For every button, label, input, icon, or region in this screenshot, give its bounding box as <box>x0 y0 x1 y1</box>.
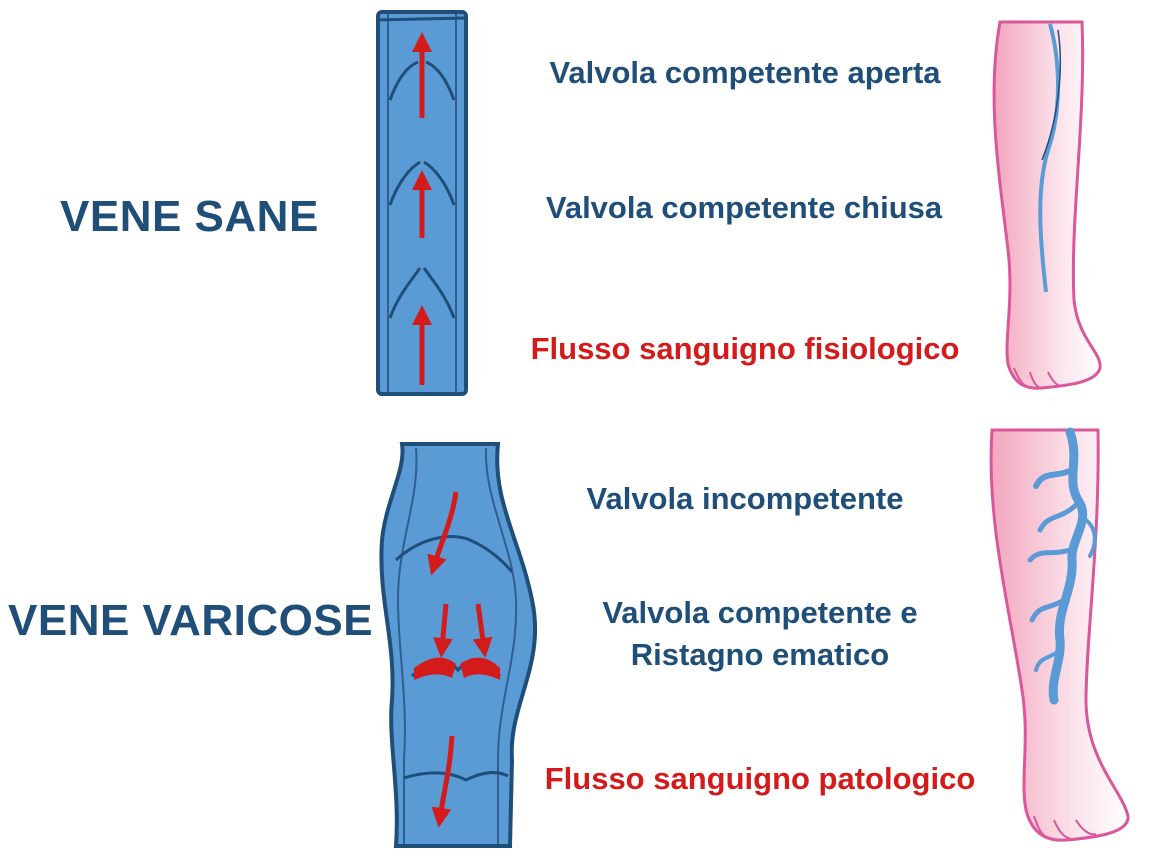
label-competent-valve-stagnation: Valvola competente e Ristagno ematico <box>560 592 960 676</box>
healthy-leg-illustration <box>992 20 1102 390</box>
label-incompetent-valve: Valvola incompetente <box>586 481 904 516</box>
varicose-leg-illustration <box>989 427 1130 842</box>
label-closed-valve: Valvola competente chiusa <box>545 190 943 225</box>
varicose-veins-heading: VENE VARICOSE <box>8 596 374 645</box>
flow-arrow-down <box>472 603 493 658</box>
flow-arrow-down <box>427 491 459 576</box>
label-physiological-flow: Flusso sanguigno fisiologico <box>530 331 960 366</box>
valve-incompetent-icon <box>403 771 509 782</box>
valve-closed-icon <box>388 160 456 206</box>
label-competent-valve-line2: Ristagno ematico <box>630 637 890 672</box>
flow-arrow-down <box>431 735 455 828</box>
varicose-leg-veins <box>1027 427 1097 705</box>
label-competent-valve-line1: Valvola competente e <box>602 595 918 630</box>
healthy-veins-heading: VENE SANE <box>60 192 319 241</box>
healthy-leg-vein <box>1038 23 1060 293</box>
flow-arrow-down <box>432 603 453 658</box>
valve-incompetent-icon <box>394 535 514 573</box>
label-open-valve: Valvola competente aperta <box>549 55 941 90</box>
healthy-vein-diagram <box>376 10 468 396</box>
label-pathological-flow: Flusso sanguigno patologico <box>544 761 976 796</box>
valve-open-icon <box>388 60 456 101</box>
valve-closed-icon <box>388 267 456 319</box>
varicose-vein-diagram <box>379 442 538 848</box>
